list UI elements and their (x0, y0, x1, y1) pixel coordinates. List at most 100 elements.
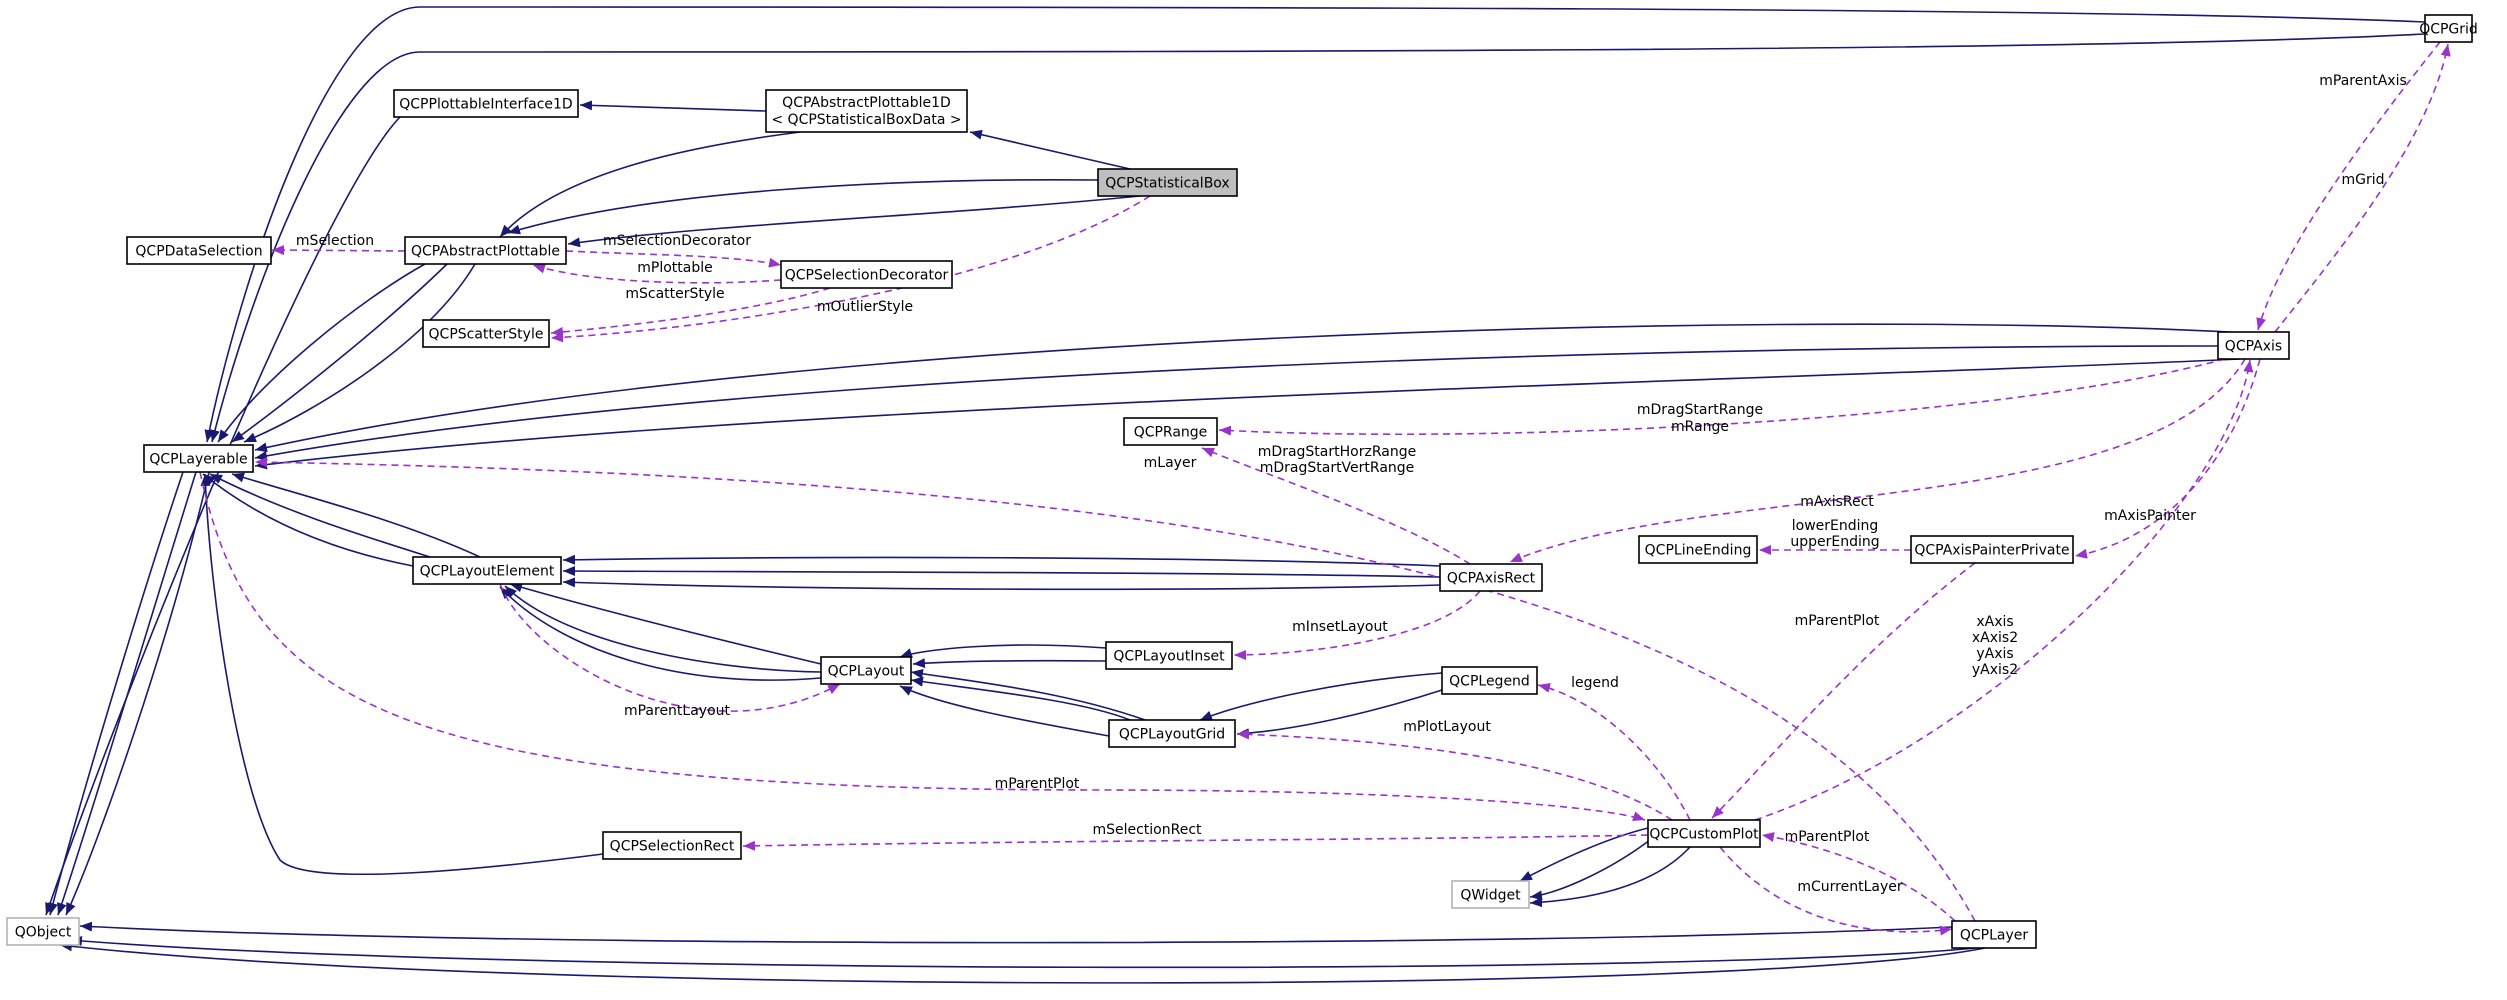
class-node-label: QCPPlottableInterface1D (399, 97, 572, 113)
class-node-qcplegend[interactable]: QCPLegend (1441, 666, 1538, 695)
usage-edge-grid-axis (2256, 41, 2441, 331)
inheritance-edge-layer-object-1 (79, 921, 1953, 944)
class-node-label: QCPSelectionDecorator (785, 268, 949, 284)
class-node-label: QWidget (1460, 888, 1521, 904)
class-node-label: QCPAbstractPlottable1D (782, 95, 951, 111)
class-node-qcpaxis[interactable]: QCPAxis (2217, 331, 2290, 360)
class-node-label: QCPAxisPainterPrivate (1914, 543, 2069, 559)
inheritance-edge-ap-layerable-2 (231, 263, 448, 443)
class-node-box (765, 89, 968, 133)
class-node-box (820, 656, 912, 685)
class-node-qcpgrid[interactable]: QCPGrid (2419, 14, 2478, 43)
class-node-qcpplottable-interface1-d[interactable]: QCPPlottableInterface1D (393, 89, 579, 118)
class-node-label: QCPLegend (1449, 674, 1530, 690)
edge-label-customplot-axis: xAxis (1976, 614, 2013, 630)
class-node-qcpscatter-style[interactable]: QCPScatterStyle (422, 319, 550, 348)
class-node-qcplayer[interactable]: QCPLayer (1951, 920, 2037, 949)
inheritance-edge-layerable-object-2 (57, 471, 197, 916)
edge-label-customplot-selectionrect: mSelectionRect (1092, 822, 1202, 838)
class-node-box (1647, 819, 1761, 848)
usage-edge-customplot-axis (1754, 359, 2254, 821)
class-node-label: QCPAxisRect (1447, 571, 1536, 587)
usage-edge-ar-inset (1233, 590, 1481, 660)
usage-edge-ap-dataselection (271, 245, 406, 256)
inheritance-edge-layerable-object-1 (48, 471, 184, 916)
class-node-qcplayout-inset[interactable]: QCPLayoutInset (1105, 641, 1233, 670)
usage-edge-axis-range (1218, 358, 2226, 436)
inheritance-edge-lg-layout-1 (910, 676, 1131, 721)
inheritance-edge-sb-ap1d (969, 129, 1131, 170)
inheritance-edge-grid-layerable-2 (210, 33, 2426, 443)
edge-label-axis-painter: mAxisPainter (2104, 508, 2196, 524)
inheritance-edge-ap-layerable-1 (217, 263, 426, 443)
edge-label-painter-lineending-2: upperEnding (1790, 534, 1879, 550)
class-node-label: QCPLayoutGrid (1119, 727, 1225, 743)
class-node-box (1439, 563, 1543, 592)
class-node-qcpaxis-rect[interactable]: QCPAxisRect (1439, 563, 1543, 592)
edge-label-axis-range-2: mRange (1671, 419, 1729, 435)
inheritance-edge-legend-lg-2 (1236, 689, 1443, 739)
inheritance-edge-ar-le-2 (562, 566, 1441, 578)
inheritance-edge-grid-layerable-1 (204, 6, 2426, 443)
edge-label-ar-range: mDragStartHorzRange (1258, 444, 1416, 460)
usage-edge-painter-customplot (1711, 562, 1976, 819)
usage-edge-customplot-layoutgrid (1236, 729, 1673, 821)
inheritance-edge-layout-le-1 (509, 582, 822, 665)
class-node-box (126, 236, 272, 265)
inheritance-edge-cp-widget-1 (1519, 827, 1649, 882)
class-node-label: QCPLayerable (149, 452, 247, 468)
edge-label-axis-grid: mGrid (2341, 172, 2384, 188)
inheritance-edge-layer-object-2 (69, 935, 1976, 969)
class-node-qcpline-ending[interactable]: QCPLineEnding (1638, 535, 1758, 564)
inheritance-edge-li-layout-1 (899, 644, 1107, 658)
inheritance-edge-ar-le-1 (562, 554, 1441, 567)
class-node-qwidget[interactable]: QWidget (1451, 880, 1530, 909)
inheritance-edge-legend-lg-1 (1199, 672, 1443, 721)
class-node-qcpstatistical-box[interactable]: QCPStatisticalBox (1097, 168, 1238, 197)
edge-label-ar-inset: mInsetLayout (1292, 619, 1388, 635)
class-node-qcpcustom-plot[interactable]: QCPCustomPlot (1647, 819, 1761, 848)
class-node-qcpselection-decorator[interactable]: QCPSelectionDecorator (780, 260, 953, 289)
edge-label-le-layout: mParentLayout (624, 703, 731, 719)
inheritance-edge-sr-layerable (200, 473, 604, 876)
class-node-qobject[interactable]: QObject (6, 917, 80, 946)
class-node-qcplayout[interactable]: QCPLayout (820, 656, 912, 685)
class-node-label: QCPLayoutInset (1113, 649, 1225, 665)
class-node-box (1441, 666, 1538, 695)
edge-label-customplot-legend: legend (1571, 675, 1619, 691)
edge-label-customplot-layer: mCurrentLayer (1797, 879, 1902, 895)
usage-edge-sb-scatterstyle (550, 195, 1151, 343)
class-node-qcprange[interactable]: QCPRange (1123, 417, 1218, 446)
class-node-box (1105, 641, 1233, 670)
class-node-box (6, 917, 80, 946)
class-node-qcplayout-grid[interactable]: QCPLayoutGrid (1108, 719, 1236, 748)
edge-label-layerable-customplot: mParentPlot (995, 776, 1080, 792)
class-node-qcplayout-element[interactable]: QCPLayoutElement (412, 556, 562, 585)
edge-label-sd-ap: mPlottable (637, 260, 712, 276)
class-node-box (2217, 331, 2290, 360)
usage-edge-layer-customplot (1761, 832, 1956, 922)
class-node-label: QCPSelectionRect (610, 839, 735, 855)
usage-edge-customplot-legend (1537, 682, 1691, 821)
class-node-label: QCPRange (1134, 425, 1208, 441)
class-node-qcpselection-rect[interactable]: QCPSelectionRect (602, 831, 742, 860)
class-node-qcpdata-selection[interactable]: QCPDataSelection (126, 236, 272, 265)
class-node-box (1638, 535, 1758, 564)
inheritance-edge-layout-le-3 (499, 586, 822, 681)
class-node-label: QCPLayer (1960, 928, 2029, 944)
class-node-qcplayerable[interactable]: QCPLayerable (143, 444, 254, 473)
class-node-label: QCPStatisticalBox (1105, 176, 1229, 192)
class-node-qcpaxis-painter-private[interactable]: QCPAxisPainterPrivate (1910, 535, 2074, 564)
class-node-box (422, 319, 550, 348)
edge-label-sb-scatterstyle: mOutlierStyle (817, 299, 913, 315)
class-node-qcpabstract-plottable1-d[interactable]: QCPAbstractPlottable1D< QCPStatisticalBo… (765, 89, 968, 133)
class-node-box (143, 444, 254, 473)
inheritance-edge-sb-ap-1 (507, 178, 1099, 235)
class-node-qcpabstract-plottable[interactable]: QCPAbstractPlottable (404, 236, 567, 265)
inheritance-edge-layout-le-2 (504, 585, 822, 673)
class-node-label: QCPDataSelection (135, 244, 262, 260)
